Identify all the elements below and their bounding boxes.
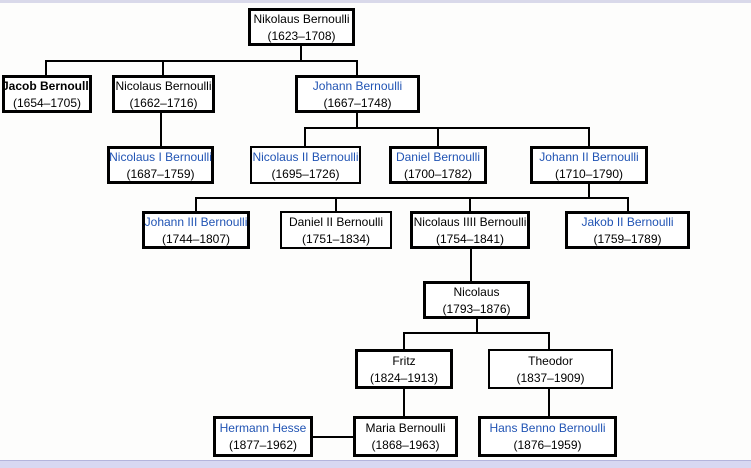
person-dates: (1654–1705) — [12, 95, 82, 110]
person-dates: (1824–1913) — [369, 370, 439, 385]
connector-line-drop — [195, 198, 197, 211]
connector-line-bar — [45, 60, 358, 62]
tree-node-theodor-1837: Theodor (1837–1909) — [488, 349, 613, 389]
window-bottom-bar — [0, 460, 751, 468]
person-dates: (1662–1716) — [129, 95, 198, 110]
connector-line-bar — [195, 197, 629, 199]
connector-line-stem — [300, 46, 302, 61]
connector-line-bar — [304, 127, 590, 129]
person-dates: (1754–1841) — [435, 231, 505, 246]
person-dates: (1877–1962) — [228, 438, 298, 452]
connector-line-bar — [403, 332, 550, 334]
tree-node-johann-ii-1710: Johann II Bernoulli (1710–1790) — [530, 146, 648, 184]
person-name: Jacob Bernoulli — [1, 78, 93, 93]
tree-node-nikolaus-1623: Nikolaus Bernoulli (1623–1708) — [248, 8, 355, 46]
tree-node-daniel-ii-1751: Daniel II Bernoulli (1751–1834) — [280, 211, 392, 249]
connector-line-drop — [469, 198, 471, 211]
person-name-link[interactable]: Hermann Hesse — [219, 421, 307, 435]
person-dates: (1744–1807) — [161, 231, 231, 246]
connector-line-drop — [403, 333, 405, 349]
person-dates: (1837–1909) — [516, 370, 585, 385]
connector-line-drop — [588, 128, 590, 146]
connector-line-drop — [45, 61, 47, 75]
person-dates: (1710–1790) — [554, 166, 624, 181]
person-name: Nicolaus IIII Bernoulli — [413, 214, 527, 229]
person-name-link[interactable]: Johann II Bernoulli — [539, 149, 639, 164]
person-dates: (1700–1782) — [403, 166, 473, 181]
person-name: Maria Bernoulli — [365, 421, 446, 435]
connector-line-drop — [335, 198, 337, 211]
person-name-link[interactable]: Daniel Bernoulli — [395, 149, 481, 164]
person-dates: (1667–1748) — [323, 95, 392, 110]
tree-node-fritz-1824: Fritz (1824–1913) — [355, 349, 453, 389]
connector-line-drop — [304, 128, 306, 146]
tree-node-nicolaus-1793: Nicolaus (1793–1876) — [423, 281, 530, 319]
tree-node-nicolaus-ii-1695: Nicolaus II Bernoulli (1695–1726) — [250, 146, 361, 184]
person-dates: (1687–1759) — [126, 166, 195, 181]
connector-line-marriage — [313, 436, 353, 438]
connector-line-stem — [548, 389, 550, 416]
tree-node-jakob-ii-1759: Jakob II Bernoulli (1759–1789) — [565, 211, 690, 249]
person-name: Fritz — [392, 353, 416, 368]
connector-line-drop — [437, 128, 439, 146]
person-dates: (1876–1959) — [513, 438, 582, 452]
person-dates: (1759–1789) — [593, 231, 662, 246]
person-dates: (1793–1876) — [442, 301, 511, 316]
tree-node-maria-1868: Maria Bernoulli (1868–1963) — [353, 416, 458, 457]
tree-node-nicolaus-i-1687: Nicolaus I Bernoulli (1687–1759) — [107, 146, 214, 184]
person-name-link[interactable]: Nicolaus I Bernoulli — [109, 149, 212, 164]
connector-line-stem — [470, 249, 472, 281]
person-dates: (1868–1963) — [371, 438, 440, 452]
connector-line-drop — [627, 198, 629, 211]
person-name: Nikolaus Bernoulli — [253, 11, 350, 26]
connector-line-drop — [548, 333, 550, 349]
tree-node-nicolaus-iiii-1754: Nicolaus IIII Bernoulli (1754–1841) — [410, 211, 530, 249]
tree-node-johann-iii-1744: Johann III Bernoulli (1744–1807) — [142, 211, 250, 249]
person-name: Nicolaus Bernoulli — [115, 78, 212, 93]
person-name-link[interactable]: Nicolaus II Bernoulli — [252, 149, 359, 164]
connector-line-drop — [162, 61, 164, 75]
window-top-edge — [0, 0, 751, 3]
person-name: Theodor — [528, 353, 573, 368]
person-dates: (1623–1708) — [267, 28, 336, 43]
connector-line-stem — [160, 113, 162, 146]
tree-node-johann-1667: Johann Bernoulli (1667–1748) — [295, 75, 420, 113]
person-name: Daniel II Bernoulli — [288, 214, 384, 229]
person-name-link[interactable]: Jakob II Bernoulli — [581, 214, 674, 229]
tree-node-hans-benno-1876: Hans Benno Bernoulli (1876–1959) — [478, 416, 617, 457]
tree-node-nicolaus-1662: Nicolaus Bernoulli (1662–1716) — [112, 75, 215, 113]
tree-node-jacob-1654: Jacob Bernoulli (1654–1705) — [2, 75, 92, 113]
tree-node-daniel-1700: Daniel Bernoulli (1700–1782) — [389, 146, 487, 184]
person-name: Nicolaus — [453, 284, 500, 299]
person-name-link[interactable]: Johann III Bernoulli — [144, 214, 248, 229]
person-dates: (1695–1726) — [271, 166, 340, 181]
connector-line-stem — [356, 113, 358, 128]
tree-node-hermann-hesse-1877: Hermann Hesse (1877–1962) — [213, 416, 313, 457]
person-name-link[interactable]: Hans Benno Bernoulli — [489, 421, 606, 435]
person-dates: (1751–1834) — [301, 231, 371, 246]
person-name-link[interactable]: Johann Bernoulli — [312, 78, 403, 93]
connector-line-drop — [356, 61, 358, 75]
connector-line-stem — [403, 389, 405, 416]
connector-line-stem — [588, 184, 590, 198]
connector-line-stem — [476, 319, 478, 333]
